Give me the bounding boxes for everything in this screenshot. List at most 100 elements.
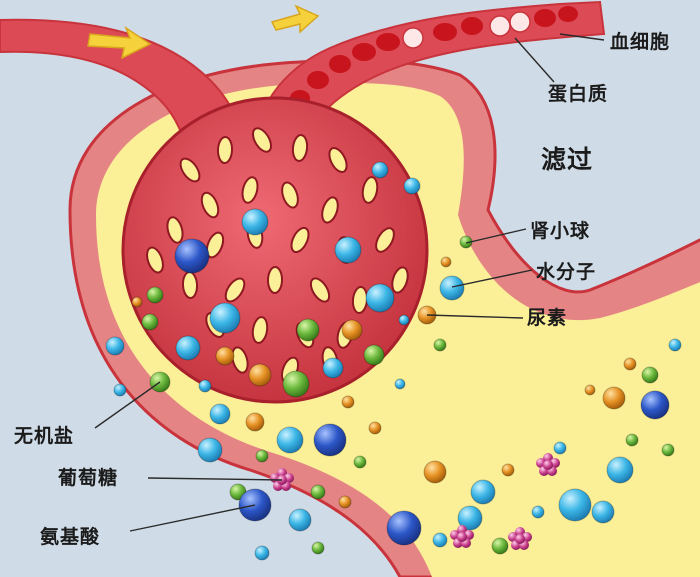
capillary-pore bbox=[328, 146, 348, 174]
capillary-pore bbox=[375, 227, 395, 253]
filtrate-molecule bbox=[141, 313, 159, 331]
filtrate-molecule bbox=[623, 357, 637, 371]
capillary-pore bbox=[309, 277, 331, 303]
filtrate-molecule bbox=[661, 443, 675, 457]
filtrate-molecule bbox=[368, 421, 382, 435]
filtrate-molecule bbox=[457, 505, 483, 531]
capillary-pore bbox=[251, 316, 269, 344]
capillary-pore bbox=[231, 346, 249, 374]
surface-molecule bbox=[174, 238, 210, 274]
capillary-pore bbox=[166, 216, 184, 244]
capillary-pore bbox=[200, 191, 220, 219]
surface-molecule bbox=[296, 318, 320, 342]
blood-cells bbox=[290, 6, 578, 106]
filtrate-molecule bbox=[641, 366, 659, 384]
glucose-molecule bbox=[536, 453, 560, 476]
filtrate-molecule bbox=[131, 296, 143, 308]
surface-molecule bbox=[341, 319, 363, 341]
filtrate-molecule bbox=[606, 456, 634, 484]
capillary-pore bbox=[266, 266, 284, 294]
filtrate-molecule bbox=[501, 463, 515, 477]
filtrate-molecule bbox=[363, 344, 385, 366]
protein-particles bbox=[402, 11, 531, 49]
filtrate-molecule bbox=[432, 532, 448, 548]
filtrate-molecule bbox=[394, 378, 406, 390]
filtrate-molecule bbox=[146, 286, 164, 304]
filtrate-molecule bbox=[322, 357, 344, 379]
filtrate-molecule bbox=[198, 379, 212, 393]
filtrate-molecule bbox=[255, 449, 269, 463]
capillary-pore bbox=[205, 231, 225, 259]
surface-molecule bbox=[241, 208, 269, 236]
surface-molecule bbox=[209, 302, 241, 334]
label-inorganic-salt: 无机盐 bbox=[14, 425, 75, 447]
filtrate-molecule bbox=[591, 500, 615, 524]
filtrate-molecule bbox=[282, 370, 310, 398]
label-glucose: 葡萄糖 bbox=[58, 467, 119, 489]
filtrate-molecule bbox=[248, 363, 272, 387]
filtrate-molecule bbox=[491, 537, 509, 555]
filtrate-molecule bbox=[245, 412, 265, 432]
outflow-arrow-icon bbox=[270, 4, 320, 34]
label-urea: 尿素 bbox=[527, 307, 568, 329]
surface-molecule bbox=[365, 283, 395, 313]
capillary-pore bbox=[391, 266, 409, 294]
capillary-pore bbox=[181, 271, 199, 299]
leader-lines bbox=[94, 33, 605, 532]
filtrate-molecule bbox=[175, 335, 201, 361]
filtrate-molecule bbox=[353, 455, 367, 469]
capillary-pore bbox=[224, 277, 246, 303]
filtrate-molecule bbox=[386, 510, 422, 546]
label-filtration: 滤过 bbox=[541, 145, 594, 174]
filtrate-molecule bbox=[584, 384, 596, 396]
surface-molecule bbox=[334, 236, 362, 264]
filtrate-molecule bbox=[311, 541, 325, 555]
capillary-pore bbox=[179, 157, 201, 183]
capillary-pore bbox=[321, 196, 339, 224]
filtrate-molecule bbox=[113, 383, 127, 397]
filtrate-molecule bbox=[338, 495, 352, 509]
filtrate-molecule bbox=[276, 426, 304, 454]
glucose-molecule bbox=[508, 527, 532, 550]
filtrate-particles bbox=[105, 161, 682, 561]
capillary-pore bbox=[252, 127, 272, 153]
surface-molecule bbox=[371, 161, 389, 179]
surface-molecule bbox=[403, 177, 421, 195]
filtrate-molecule bbox=[470, 479, 496, 505]
glucose-molecule bbox=[450, 525, 474, 548]
capillary-pore bbox=[291, 134, 309, 162]
filtrate-molecule bbox=[423, 460, 447, 484]
filtrate-molecule bbox=[531, 505, 545, 519]
capillary-pore bbox=[361, 176, 379, 204]
filtrate-molecule bbox=[668, 338, 682, 352]
filtrate-molecule bbox=[341, 395, 355, 409]
label-water-molecule: 水分子 bbox=[536, 261, 597, 283]
capillary-pore bbox=[281, 181, 299, 209]
capillary-pore bbox=[146, 246, 164, 274]
inflow-arrow-icon bbox=[87, 26, 152, 60]
filtrate-molecule bbox=[625, 433, 639, 447]
filtrate-molecule bbox=[310, 484, 326, 500]
filtrate-molecule bbox=[254, 545, 270, 561]
filtrate-molecule bbox=[197, 437, 223, 463]
label-blood-cell: 血细胞 bbox=[610, 31, 671, 53]
filtrate-molecule bbox=[439, 275, 465, 301]
filtrate-molecule bbox=[640, 390, 670, 420]
filtrate-molecule bbox=[398, 314, 410, 326]
filtrate-molecule bbox=[433, 338, 447, 352]
label-glomerulus: 肾小球 bbox=[530, 220, 591, 242]
capillary-pore bbox=[290, 226, 310, 254]
filtrate-molecule bbox=[313, 423, 347, 457]
filtrate-molecule bbox=[105, 336, 125, 356]
filtrate-molecule bbox=[553, 441, 567, 455]
filtrate-molecule bbox=[558, 488, 592, 522]
filtrate-molecule bbox=[209, 403, 231, 425]
capillary-pore bbox=[216, 136, 234, 164]
label-amino-acid: 氨基酸 bbox=[40, 526, 101, 548]
filtrate-molecule bbox=[288, 508, 312, 532]
filtrate-molecule bbox=[602, 386, 626, 410]
filtrate-molecule bbox=[440, 256, 452, 268]
capillary-pore bbox=[241, 176, 259, 204]
